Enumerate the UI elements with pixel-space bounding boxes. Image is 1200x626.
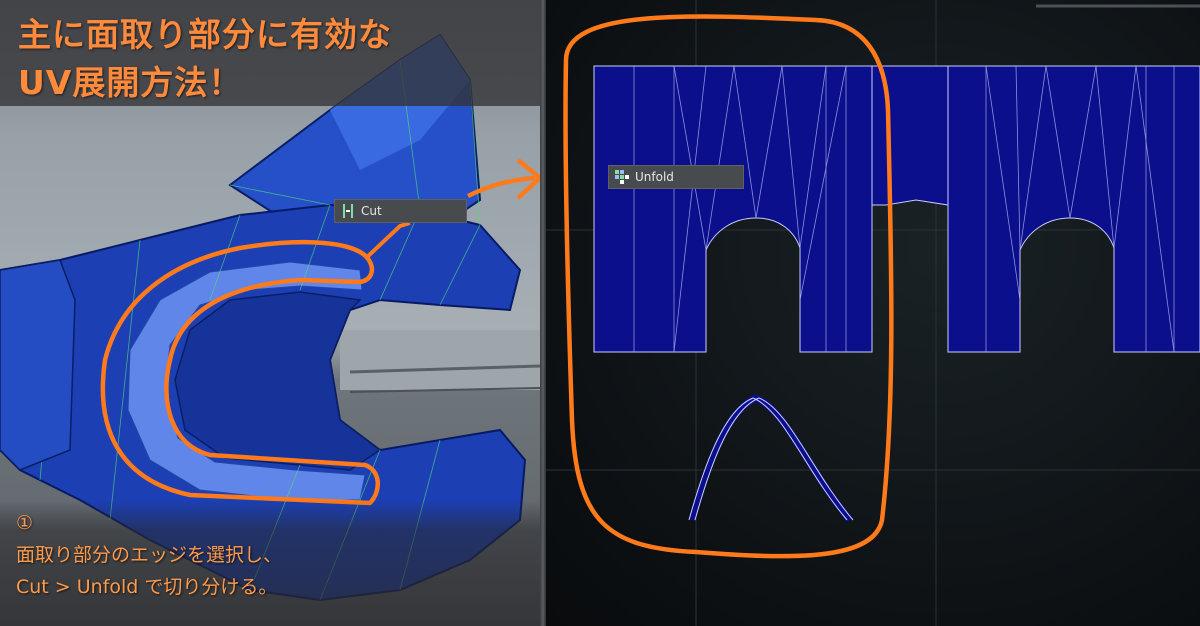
uv-selection-outline <box>563 14 894 559</box>
transfer-arrow-head <box>516 158 540 200</box>
cut-tool-label: Cut <box>361 204 382 218</box>
caption-step-number: ① <box>16 512 34 534</box>
unfold-tool-label: Unfold <box>635 170 674 184</box>
floor-line <box>349 364 540 374</box>
cut-tool-popup[interactable]: Cut <box>334 199 467 223</box>
unfold-tool-popup[interactable]: Unfold <box>608 165 744 189</box>
uv-editor[interactable]: Unfold <box>546 0 1200 626</box>
ground-plane <box>340 330 540 390</box>
title-line-1: 主に面取り部分に有効な <box>18 15 392 54</box>
uv-chamfer-strip-edge <box>694 397 854 521</box>
mesh-endcap <box>0 259 76 471</box>
caption-line-1: 面取り部分のエッジを選択し、 <box>16 544 283 566</box>
title-banner: 主に面取り部分に有効な UV展開方法！ <box>0 0 540 106</box>
cut-leader-line <box>364 221 411 260</box>
caption-panel: ① 面取り部分のエッジを選択し、 Cut > Unfold で切り分ける。 <box>0 500 540 626</box>
caption-line-2: Cut > Unfold で切り分ける。 <box>16 576 278 598</box>
viewport-divider[interactable] <box>540 0 546 626</box>
mesh-inner-surface <box>174 291 382 471</box>
title-line-2: UV展開方法！ <box>18 63 243 102</box>
floor-line <box>349 387 540 393</box>
3d-viewport[interactable]: 主に面取り部分に有効な UV展開方法！ Cut ① 面取り部分のエッジを選択し、… <box>0 0 540 626</box>
uv-shell-wireframe <box>633 65 1175 353</box>
cut-icon <box>340 203 356 219</box>
uv-shell-1 <box>593 65 873 353</box>
unfold-icon <box>614 169 630 185</box>
uv-chamfer-strip <box>688 394 853 523</box>
transfer-arrow <box>466 175 536 199</box>
uv-canvas <box>546 0 1200 626</box>
uv-chamfer-strip-edge <box>688 397 848 521</box>
